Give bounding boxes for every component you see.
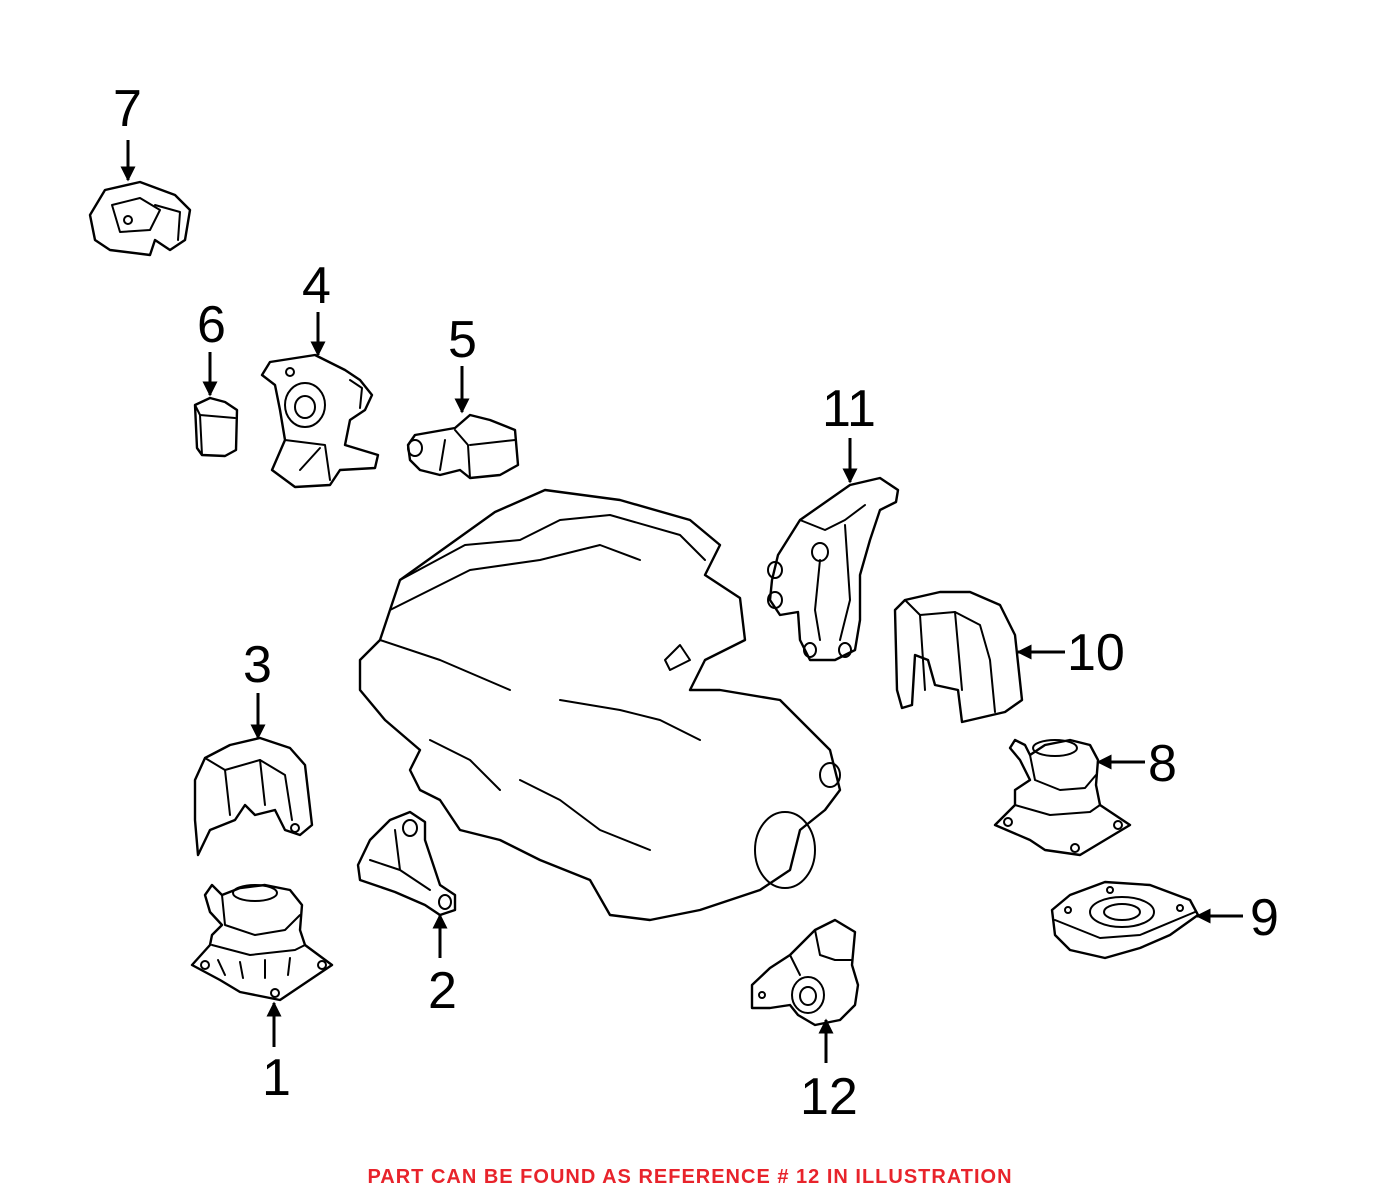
part-5-mount-bracket[interactable] bbox=[406, 413, 520, 480]
callout-12: 12 bbox=[800, 1068, 858, 1126]
callout-8: 8 bbox=[1148, 735, 1177, 793]
callout-1: 1 bbox=[262, 1049, 291, 1107]
callout-7: 7 bbox=[113, 80, 142, 138]
callout-2: 2 bbox=[428, 962, 457, 1020]
callout-3: 3 bbox=[243, 636, 272, 694]
callout-11: 11 bbox=[822, 380, 876, 438]
part-4-mount-bracket[interactable] bbox=[260, 353, 380, 489]
part-10-heat-shield[interactable] bbox=[893, 590, 1024, 724]
callout-10: 10 bbox=[1067, 624, 1125, 682]
callout-6: 6 bbox=[197, 296, 226, 354]
part-12-engine-mount[interactable] bbox=[750, 918, 860, 1027]
reference-note: PART CAN BE FOUND AS REFERENCE # 12 IN I… bbox=[367, 1166, 1013, 1188]
part-3-heat-shield[interactable] bbox=[193, 736, 314, 857]
callout-arrows bbox=[120, 140, 1243, 1063]
part-1-engine-mount[interactable] bbox=[190, 883, 334, 1002]
callout-9: 9 bbox=[1250, 889, 1279, 947]
callout-numbers: 7 6 4 5 11 10 8 9 3 2 1 12 bbox=[113, 80, 1279, 1126]
part-7-mount-bracket[interactable] bbox=[88, 180, 192, 257]
callout-5: 5 bbox=[448, 311, 477, 369]
engine-assembly bbox=[358, 488, 842, 922]
part-11-mount-bracket[interactable] bbox=[767, 476, 900, 662]
part-9-mount-plate[interactable] bbox=[1050, 880, 1200, 960]
callout-4: 4 bbox=[302, 257, 331, 315]
part-2-mount-bracket[interactable] bbox=[356, 810, 457, 917]
part-8-engine-mount[interactable] bbox=[993, 738, 1132, 857]
part-6-bushing[interactable] bbox=[193, 396, 239, 458]
